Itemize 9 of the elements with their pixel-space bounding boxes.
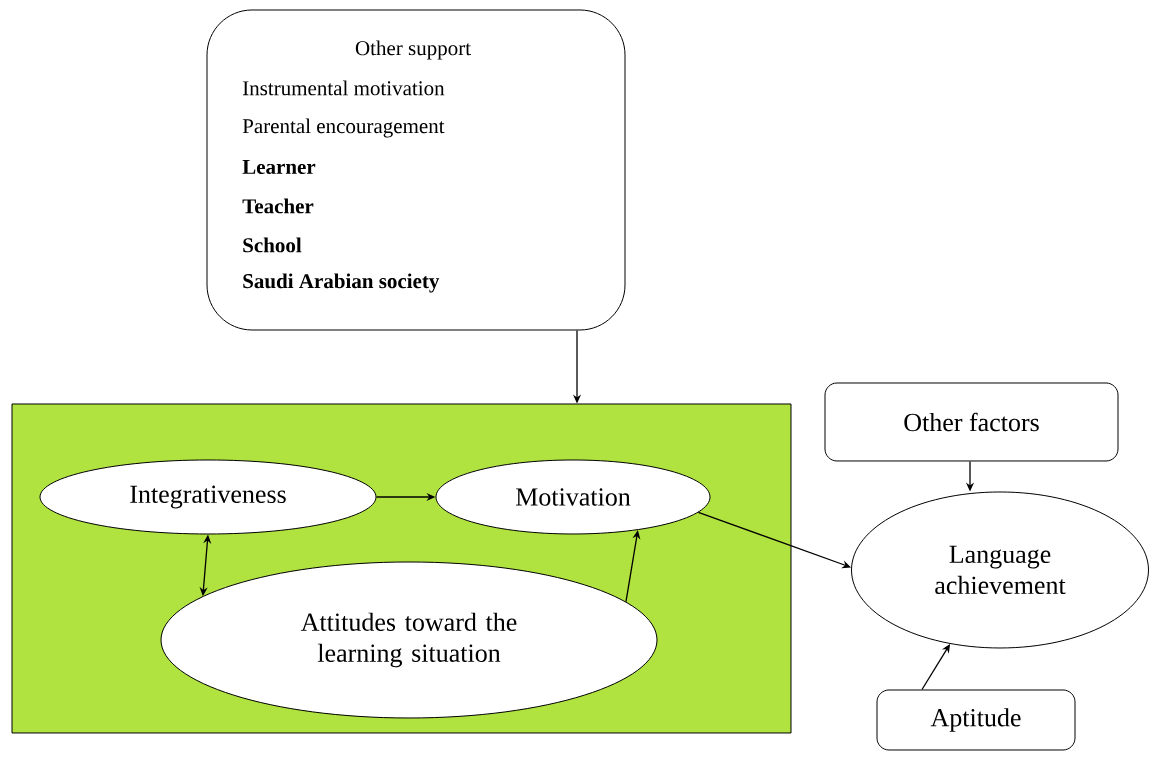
- list-item: Other support: [355, 40, 471, 60]
- list-item: Instrumental motivation: [242, 80, 445, 96]
- list-item: Teacher: [242, 198, 314, 214]
- rounded-box: Aptitude: [876, 689, 1076, 751]
- list-item: Saudi Arabian society: [243, 273, 440, 293]
- list-item: School: [243, 237, 302, 253]
- list-item: Parental encouragement: [242, 118, 445, 138]
- list-item: Learner: [242, 160, 316, 174]
- rounded-box: Other factors: [824, 382, 1119, 462]
